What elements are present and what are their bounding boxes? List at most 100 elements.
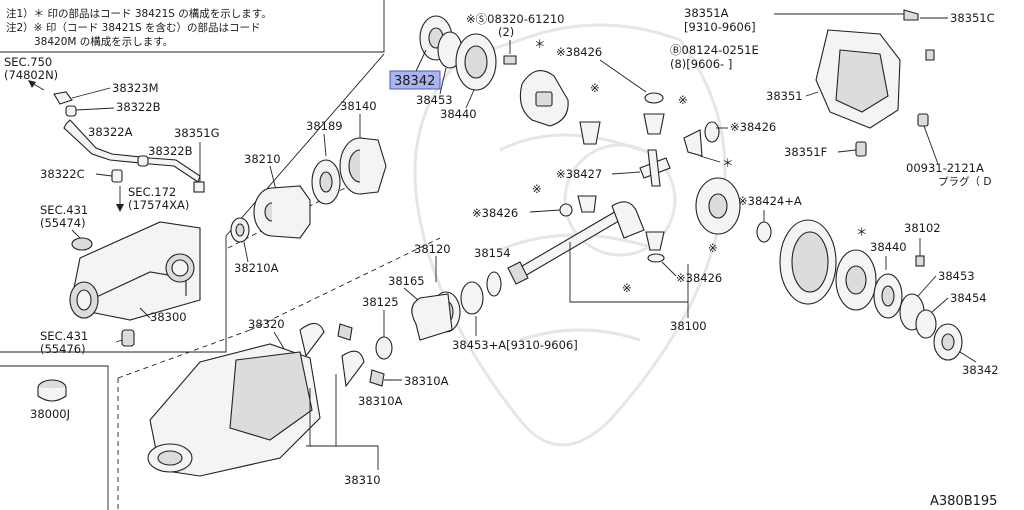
differential-assembly-38300: SEC.431 (55474) 38300 SEC.431 (55476) <box>40 203 201 356</box>
part-38453-top-label: 38453 <box>416 93 453 107</box>
part-38426-b-label: ※38426 <box>730 120 776 134</box>
connector-38351G <box>193 181 205 193</box>
part-38310-label: 38310 <box>344 473 381 487</box>
part-38210A-label: 38210A <box>234 261 279 275</box>
washer-38154 <box>486 271 502 297</box>
mount-55474 <box>71 237 93 251</box>
sec431a-sub-label: (55474) <box>40 216 86 230</box>
part-38342-highlight-label[interactable]: 38342 <box>394 74 435 89</box>
part-38426-c-label: ※38426 <box>472 206 518 220</box>
part-38300-label: 38300 <box>150 310 187 324</box>
sec431b-sub-label: (55476) <box>40 342 86 356</box>
pinion-mate-gear-bottom <box>645 231 665 251</box>
washer-38426-d <box>647 253 665 263</box>
part-38351G-label: 38351G <box>174 126 220 140</box>
part-38453A-label: 38453+A[9310-9606] <box>452 338 578 352</box>
bearing-38140: 38189 38140 <box>306 99 387 205</box>
pinion-mate-gear-top <box>643 113 665 135</box>
part-00931-label: 00931-2121A <box>906 161 984 175</box>
part-38426-d-label: ※38426 <box>676 271 722 285</box>
bolt-38310A-a <box>337 323 353 341</box>
part-38323M-label: 38323M <box>112 81 159 95</box>
kome-mark-1: ※ <box>590 81 600 95</box>
part-08320-label: ※Ⓢ08320-61210 <box>466 12 564 26</box>
part-38453-r-label: 38453 <box>938 269 975 283</box>
washer-38426-c <box>559 203 573 217</box>
part-08124-label: Ⓑ08124-0251E <box>670 43 759 57</box>
clamp-38322B-top <box>65 105 77 117</box>
part-38426-a-label: ※38426 <box>556 45 602 59</box>
note-line-1: 注1）＊ 印の部品はコード 38421S の構成を示します。 <box>6 7 272 20</box>
clip-38323M <box>53 91 73 105</box>
bracket-38310A-a <box>299 322 325 358</box>
kome-mark-5: ※ <box>622 281 632 295</box>
part-38125-label: 38125 <box>362 295 399 309</box>
part-08320-qty-label: (2) <box>498 25 514 39</box>
sec750-label: SEC.750 <box>4 55 52 69</box>
part-38427-label: ※38427 <box>556 167 602 181</box>
star-mark-3: ＊ <box>856 225 868 239</box>
part-38351F-label: 38351F <box>784 145 827 159</box>
part-38342-r-label: 38342 <box>962 363 999 377</box>
sec750-sub-label: (74802N) <box>4 68 58 82</box>
notes-box: 注1）＊ 印の部品はコード 38421S の構成を示します。 注2）※ 印（コー… <box>0 0 385 53</box>
part-38310A-a-label: 38310A <box>404 374 449 388</box>
part-38440-top-label: 38440 <box>440 107 477 121</box>
part-38000J-label: 38000J <box>30 407 70 421</box>
star-mark-case: ＊ <box>534 37 546 51</box>
rear-cover-38351: 38351A [9310-9606] 38351C 38351 Ⓑ08124-0… <box>670 6 995 188</box>
star-mark-2: ＊ <box>722 156 734 170</box>
part-00931-sub-label: プラグ（ D <box>938 175 991 188</box>
ring-38453A <box>460 281 484 315</box>
kome-mark-3: ※ <box>532 182 542 196</box>
plug-00931 <box>917 113 929 127</box>
side-gear-left <box>579 121 601 145</box>
watermark-emblem <box>413 23 727 447</box>
bracket-38310A-b <box>341 350 365 388</box>
part-38322C-label: 38322C <box>40 167 85 181</box>
side-gear-right <box>683 129 703 157</box>
side-bearing-left: 38342 38453 38440 <box>389 15 497 121</box>
part-38189-label: 38189 <box>306 119 343 133</box>
drive-pinion-38100: 38100 38120 38154 38165 38125 38453+A[93… <box>362 201 707 360</box>
part-38154-label: 38154 <box>474 246 511 260</box>
part-38440-r-label: 38440 <box>870 240 907 254</box>
clamp-38322B <box>137 155 149 167</box>
mount-55476 <box>121 329 135 347</box>
note-line-3: 38420M の構成を示します。 <box>34 35 173 48</box>
part-38210-label: 38210 <box>244 152 281 166</box>
sec172-label: SEC.172 <box>128 185 176 199</box>
part-38351-label: 38351 <box>766 89 803 103</box>
carrier-38310: 38320 38310A 38310A 38310 <box>147 317 449 487</box>
collapsible-spacer-38165 <box>411 293 453 341</box>
part-38424A-label: ※38424+A <box>738 194 802 208</box>
stud-38351C <box>903 9 919 21</box>
part-38310A-b-label: 38310A <box>358 394 403 408</box>
kome-mark-4: ※ <box>708 241 718 255</box>
part-38100-label: 38100 <box>670 319 707 333</box>
side-bearing-right: 38440 38102 38453 38454 38342 <box>835 221 999 377</box>
connector-38322C <box>111 169 123 183</box>
breather-hose-38322A <box>63 119 201 183</box>
part-38322A-label: 38322A <box>88 125 133 139</box>
plug-38000J: 38000J <box>30 379 70 421</box>
companion-flange-38210: 38210 38210A <box>230 152 311 275</box>
washer-38424A <box>756 221 772 243</box>
part-38102-label: 38102 <box>904 221 941 235</box>
differential-case: ※Ⓢ08320-61210 (2) ＊ <box>466 12 569 127</box>
part-38320-label: 38320 <box>248 317 285 331</box>
spacer-38125 <box>375 336 393 360</box>
washer-38426-a <box>644 92 664 104</box>
part-38351C-label: 38351C <box>950 11 995 25</box>
bolt-38310A-b <box>369 369 385 387</box>
part-38342-highlight[interactable] <box>389 70 441 90</box>
bolt-08320 <box>503 55 517 65</box>
sec431b-label: SEC.431 <box>40 329 88 343</box>
part-38322B-top-label: 38322B <box>116 100 161 114</box>
part-38140-label: 38140 <box>340 99 377 113</box>
ring-gear: ＊ <box>779 219 868 305</box>
washer-38426-b <box>704 121 720 143</box>
part-38120-label: 38120 <box>414 242 451 256</box>
pinion-mate-gear-left <box>577 195 597 213</box>
